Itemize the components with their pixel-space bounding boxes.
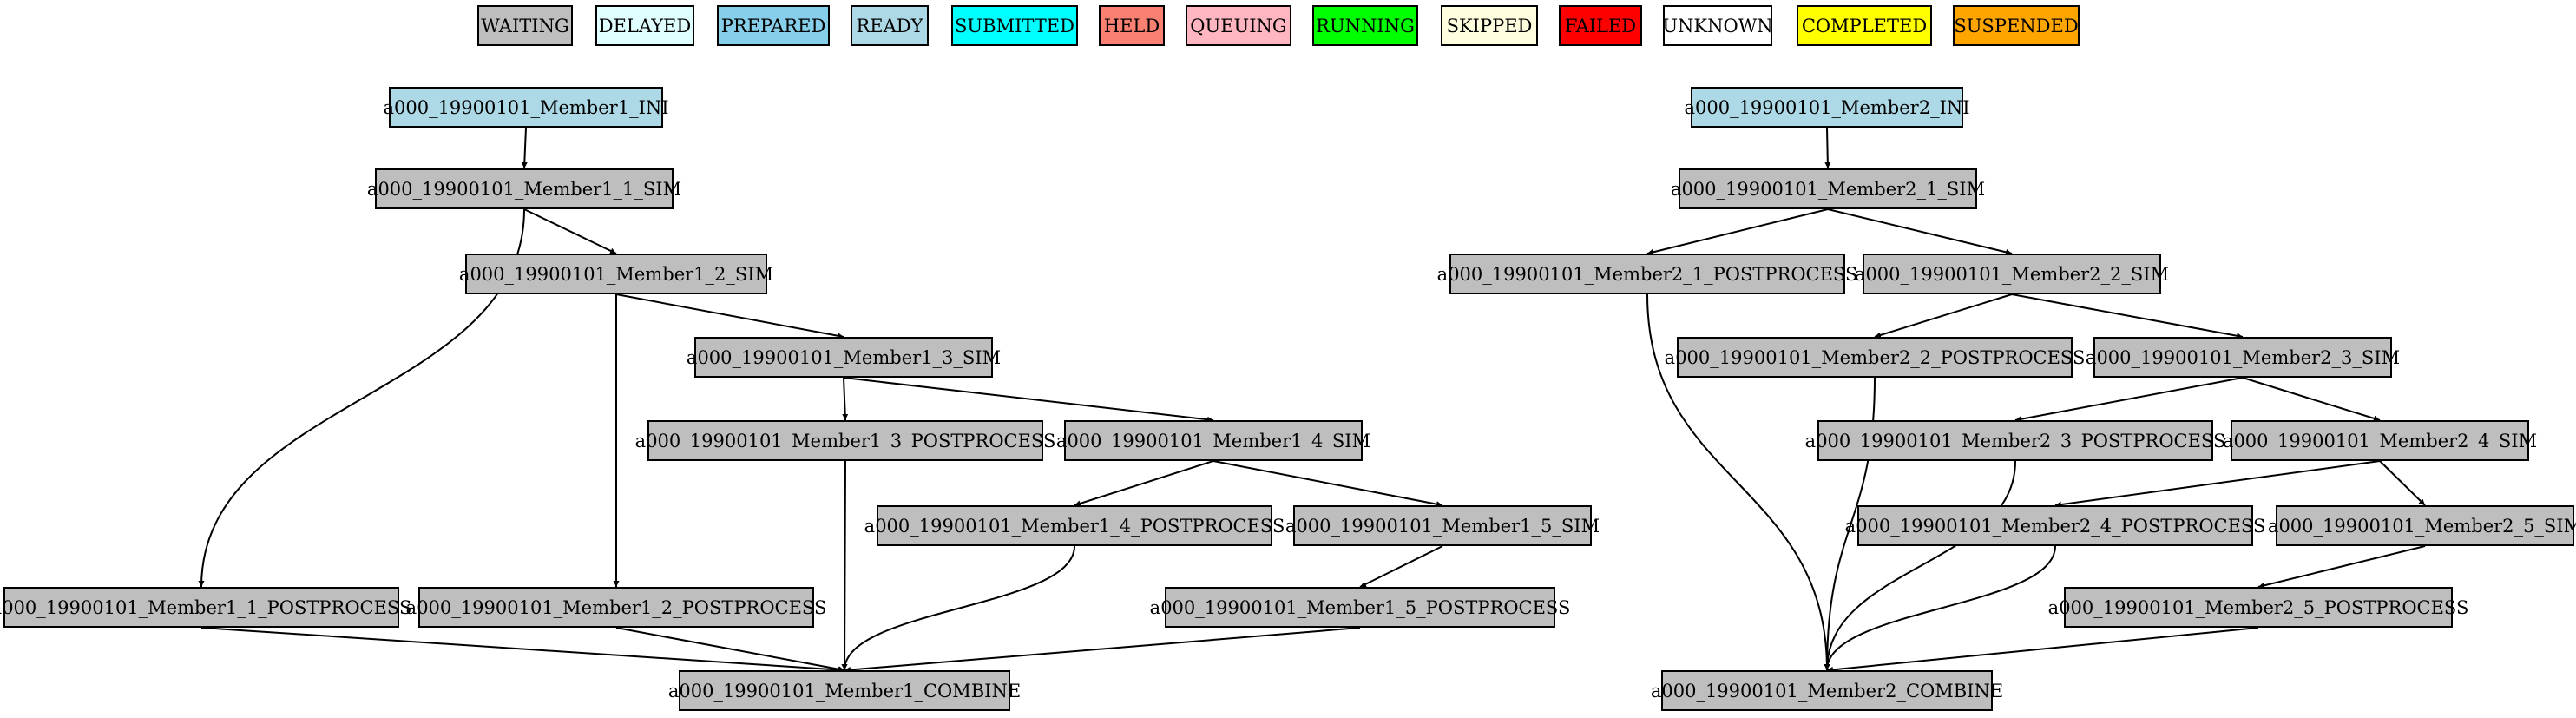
legend-unknown: UNKNOWN: [1662, 5, 1773, 46]
node-m2-5-post[interactable]: a000_19900101_Member2_5_POSTPROCESS: [2048, 587, 2468, 628]
node-m1-5-post[interactable]: a000_19900101_Member1_5_POSTPROCESS: [1150, 587, 1570, 628]
legend-prepared: PREPARED: [717, 5, 830, 46]
node-m2-1-post[interactable]: a000_19900101_Member2_1_POSTPROCESS: [1437, 254, 1857, 294]
node-m1-ini[interactable]: a000_19900101_Member1_INI: [383, 87, 669, 128]
edge-m2-4-sim-to-m2-5-sim: [2379, 460, 2426, 506]
node-m2-4-sim[interactable]: a000_19900101_Member2_4_SIM: [2223, 420, 2537, 461]
legend-submitted: SUBMITTED: [951, 5, 1078, 46]
edge-m2-1-sim-to-m2-2-sim: [1827, 208, 2013, 255]
edge-m1-3-sim-to-m1-4-sim: [843, 377, 1214, 423]
node-m2-ini[interactable]: a000_19900101_Member2_INI: [1684, 87, 1970, 128]
edge-m2-2-sim-to-m2-2-post: [1874, 293, 2013, 339]
legend-failed: FAILED: [1559, 5, 1642, 46]
edge-m1-4-post-to-m1-combine: [841, 545, 1075, 671]
edge-m1-ini-to-m1-1-sim: [521, 127, 528, 169]
node-m2-2-post[interactable]: a000_19900101_Member2_2_POSTPROCESS: [1665, 337, 2085, 378]
node-m1-2-post[interactable]: a000_19900101_Member1_2_POSTPROCESS: [406, 587, 826, 628]
edge-m1-5-post-to-m1-combine: [844, 627, 1361, 673]
legend-completed: COMPLETED: [1797, 5, 1932, 46]
node-m1-4-post[interactable]: a000_19900101_Member1_4_POSTPROCESS: [864, 505, 1285, 546]
node-m1-4-sim[interactable]: a000_19900101_Member1_4_SIM: [1056, 420, 1370, 461]
edge-m2-ini-to-m2-1-sim: [1824, 127, 1831, 169]
edge-m2-5-sim-to-m2-5-post: [2257, 545, 2426, 589]
node-m2-3-sim[interactable]: a000_19900101_Member2_3_SIM: [2086, 337, 2400, 378]
edge-m2-3-sim-to-m2-3-post: [2014, 377, 2244, 423]
node-m2-1-sim[interactable]: a000_19900101_Member2_1_SIM: [1671, 168, 1985, 209]
edge-m1-1-sim-to-m1-2-sim: [523, 208, 617, 254]
edge-m2-3-sim-to-m2-4-sim: [2242, 377, 2381, 422]
legend-suspended: SUSPENDED: [1953, 5, 2080, 46]
node-m1-1-sim[interactable]: a000_19900101_Member1_1_SIM: [367, 168, 681, 209]
edge-m1-2-sim-to-m1-3-sim: [615, 293, 844, 339]
legend-skipped: SKIPPED: [1441, 5, 1538, 46]
edge-m2-1-post-to-m2-combine: [1646, 293, 1830, 671]
edge-m2-5-post-to-m2-combine: [1826, 627, 2259, 673]
legend-ready: READY: [851, 5, 929, 46]
edge-m2-3-post-to-m2-combine: [1824, 460, 2016, 671]
edge-m1-3-sim-to-m1-3-post: [842, 377, 849, 421]
edge-m2-1-sim-to-m2-1-post: [1646, 208, 1829, 255]
legend-queuing: QUEUING: [1186, 5, 1291, 46]
edge-m1-5-sim-to-m1-5-post: [1359, 545, 1443, 588]
legend-held: HELD: [1099, 5, 1165, 46]
edge-m1-4-sim-to-m1-4-post: [1074, 460, 1214, 507]
node-m1-3-post[interactable]: a000_19900101_Member1_3_POSTPROCESS: [635, 420, 1055, 461]
node-m2-combine[interactable]: a000_19900101_Member2_COMBINE: [1651, 670, 2003, 711]
edge-m1-4-sim-to-m1-5-sim: [1212, 460, 1443, 508]
legend-running: RUNNING: [1312, 5, 1418, 46]
legend-delayed: DELAYED: [595, 5, 694, 46]
node-m2-4-post[interactable]: a000_19900101_Member2_4_POSTPROCESS: [1845, 505, 2265, 546]
node-m1-5-sim[interactable]: a000_19900101_Member1_5_SIM: [1285, 505, 1600, 546]
legend-waiting: WAITING: [477, 5, 573, 46]
edge-m2-4-sim-to-m2-4-post: [2054, 460, 2381, 508]
node-m1-1-post[interactable]: a000_19900101_Member1_1_POSTPROCESS: [0, 587, 411, 628]
node-m1-combine[interactable]: a000_19900101_Member1_COMBINE: [668, 670, 1021, 711]
edge-m1-1-post-to-m1-combine: [200, 627, 845, 674]
edge-m2-4-post-to-m2-combine: [1824, 545, 2056, 671]
node-m2-3-post[interactable]: a000_19900101_Member2_3_POSTPROCESS: [1805, 420, 2225, 461]
node-m1-3-sim[interactable]: a000_19900101_Member1_3_SIM: [687, 337, 1001, 378]
node-m2-5-sim[interactable]: a000_19900101_Member2_5_SIM: [2268, 505, 2576, 546]
node-m1-2-sim[interactable]: a000_19900101_Member1_2_SIM: [459, 254, 773, 294]
edge-m1-2-post-to-m1-combine: [615, 627, 845, 673]
edge-m2-2-sim-to-m2-3-sim: [2011, 293, 2244, 339]
node-m2-2-sim[interactable]: a000_19900101_Member2_2_SIM: [1855, 254, 2169, 294]
edge-m1-3-post-to-m1-combine: [841, 460, 848, 671]
